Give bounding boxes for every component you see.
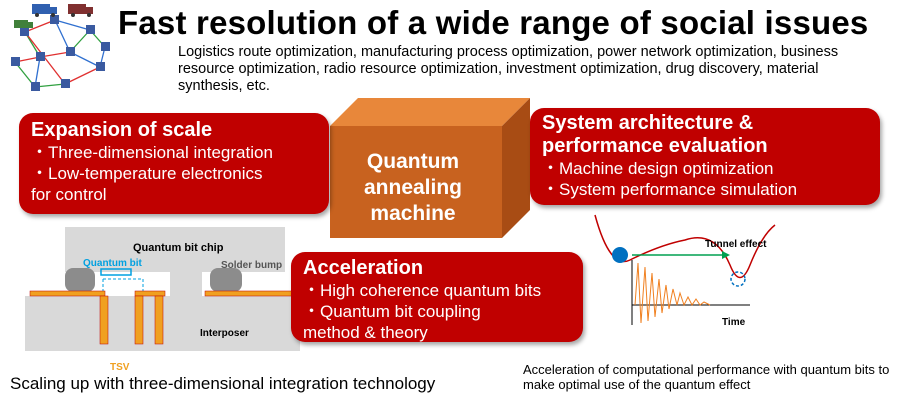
arch-heading: performance evaluation xyxy=(542,135,768,157)
caption-right: Acceleration of computational performanc… xyxy=(523,362,890,392)
scale-heading: Expansion of scale xyxy=(31,119,213,141)
accel-heading: Acceleration xyxy=(303,257,424,279)
scale-item-cont: for control xyxy=(31,185,107,204)
chip-3d-integration-diagram: Quantum bit chip Quantum bit Solder bump… xyxy=(25,227,300,373)
accel-item-cont: method & theory xyxy=(303,323,428,342)
arch-item: ・Machine design optimization xyxy=(542,159,774,178)
tsv-label: TSV xyxy=(110,362,130,373)
quantum-annealing-cube xyxy=(330,98,530,238)
time-label: Time xyxy=(722,317,746,328)
cube-label: Quantum annealing machine xyxy=(363,150,463,225)
page-title: Fast resolution of a wide range of socia… xyxy=(118,4,869,41)
accel-item: ・Quantum bit coupling xyxy=(303,302,481,321)
arch-heading: System architecture & xyxy=(542,112,754,134)
page-subtitle: Logistics route optimization, manufactur… xyxy=(178,44,839,94)
interposer-label: Interposer xyxy=(200,328,249,339)
bump-label: Solder bump xyxy=(221,260,282,271)
acceleration-box: Acceleration ・High coherence quantum bit… xyxy=(291,252,583,342)
expansion-of-scale-box: Expansion of scale ・Three-dimensional in… xyxy=(19,113,329,214)
scale-item: ・Low-temperature electronics xyxy=(31,164,263,183)
arch-item: ・System performance simulation xyxy=(542,180,798,199)
system-architecture-box: System architecture & performance evalua… xyxy=(530,108,880,205)
tunnel-label: Tunnel effect xyxy=(705,239,767,250)
chip-label: Quantum bit chip xyxy=(133,242,224,254)
caption-left: Scaling up with three-dimensional integr… xyxy=(10,374,436,393)
scale-item: ・Three-dimensional integration xyxy=(31,143,273,162)
tunnel-effect-diagram: Tunnel effect Time xyxy=(594,214,776,328)
accel-item: ・High coherence quantum bits xyxy=(303,281,542,300)
qubit-label: Quantum bit xyxy=(83,258,143,269)
logistics-network-icon xyxy=(11,4,110,91)
